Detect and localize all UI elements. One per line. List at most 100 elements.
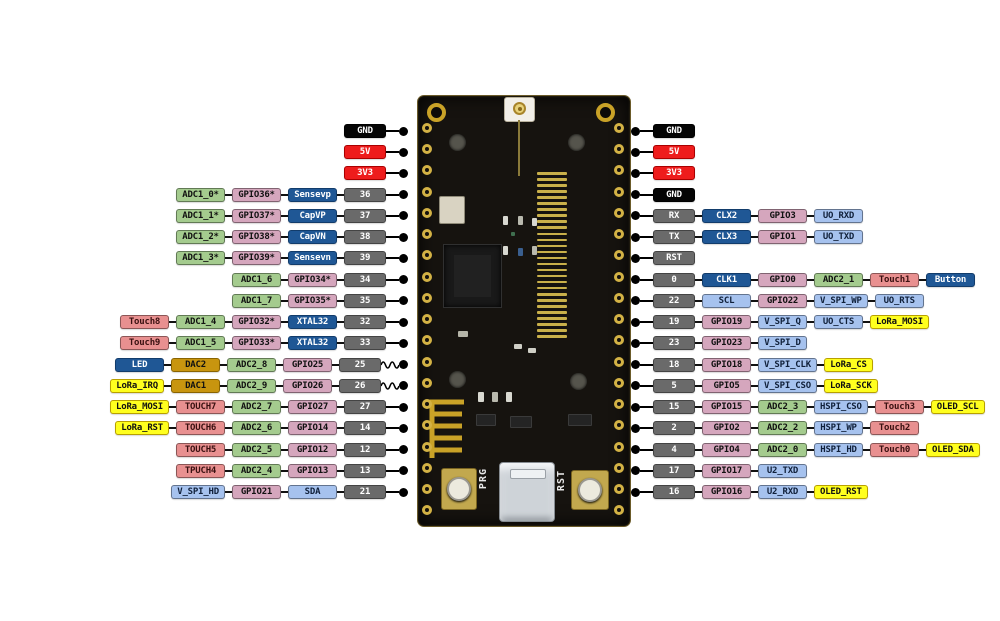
gold-finger	[537, 280, 567, 284]
gold-finger	[537, 317, 567, 320]
pin-row: 5V	[631, 145, 695, 160]
connector-dash	[807, 491, 814, 494]
connector-wire	[386, 469, 399, 472]
gold-finger	[537, 311, 567, 314]
connector-dash	[164, 384, 171, 387]
connector-dash	[225, 427, 232, 430]
pin-number-box: 32	[344, 315, 386, 330]
pin-dot	[399, 190, 408, 200]
smd-part	[458, 331, 468, 337]
pin-function-box: GPIO1	[758, 230, 807, 245]
through-hole-pad	[422, 186, 432, 197]
pin-function-box: LoRa_CS	[823, 357, 873, 372]
pin-number-box: 19	[653, 315, 695, 330]
pin-function-box: GPIO21	[232, 485, 281, 500]
pin-function-box: Button	[926, 272, 975, 287]
connector-dash	[276, 384, 283, 387]
connector-dash	[337, 214, 344, 217]
pin-function-box: ADC1_4	[176, 315, 225, 330]
connector-wire	[386, 130, 399, 132]
connector-dash	[281, 427, 288, 430]
through-hole-pad	[422, 250, 432, 261]
through-hole-pad	[614, 314, 624, 325]
connector-dash	[816, 384, 824, 387]
gold-finger	[537, 184, 567, 187]
connector-dash	[695, 321, 702, 324]
gold-finger	[537, 286, 567, 290]
pin-number-box: 4	[653, 442, 695, 457]
pin-dot	[399, 147, 408, 157]
pin-dot	[631, 253, 640, 263]
pin-number-box: 22	[653, 293, 695, 308]
pin-dot	[631, 232, 640, 242]
connector-dash	[281, 214, 288, 217]
pin-function-box: U2_TXD	[758, 463, 807, 478]
pin-function-box: CapVN	[288, 230, 337, 245]
pin-function-box: ADC2_4	[232, 463, 281, 478]
pin-function-box: GPIO3	[758, 208, 807, 223]
smd-part	[532, 218, 537, 226]
ipex-antenna-connector	[504, 97, 535, 122]
connector-dash	[863, 321, 870, 324]
pin-dot	[399, 296, 408, 306]
connector-wire	[386, 342, 399, 345]
connector-dash	[751, 427, 758, 430]
pin-number-box: 34	[344, 272, 386, 287]
pin-number-box: 18	[653, 357, 695, 372]
pin-function-box: ADC1_1*	[176, 208, 225, 223]
pin-function-box: CLX2	[702, 208, 751, 223]
through-hole-pad	[422, 335, 432, 346]
gold-finger	[537, 335, 567, 338]
pin-dot	[399, 445, 408, 455]
pin-function-box: OLED_RST	[814, 485, 868, 500]
connector-dash	[807, 236, 814, 239]
gold-finger	[537, 256, 567, 260]
through-hole-pad	[614, 123, 624, 133]
pin-dot	[399, 360, 408, 370]
connector-dash	[337, 299, 344, 302]
pin-function-box: ADC1_2*	[176, 230, 225, 245]
connector-wire	[640, 384, 653, 387]
pin-function-box: ADC1_7	[232, 293, 281, 308]
pin-number-box: 33	[344, 336, 386, 351]
pin-function-box: GPIO39*	[232, 251, 281, 266]
pin-function-box: U2_RXD	[758, 485, 807, 500]
through-hole-pad	[614, 420, 624, 431]
pin-function-box: OLED_SDA	[926, 442, 980, 457]
connector-dash	[867, 406, 875, 409]
connector-dash	[695, 448, 702, 451]
connector-dash	[751, 214, 758, 217]
pin-function-box: ADC2_3	[758, 400, 807, 415]
pin-function-box: GPIO12	[288, 442, 337, 457]
through-hole-pad	[614, 335, 624, 346]
smd-part	[506, 392, 512, 402]
pin-function-box: TOUCH6	[176, 421, 225, 436]
pin-row: 3V3	[344, 166, 408, 181]
gold-finger	[537, 262, 567, 266]
connector-wire	[640, 342, 653, 345]
pin-number-box: 3V3	[653, 166, 695, 181]
connector-dash	[816, 363, 824, 366]
pin-function-box: Touch1	[870, 272, 919, 287]
pin-number-box: 13	[344, 463, 386, 478]
pin-dot	[399, 275, 408, 285]
pin-dot	[399, 253, 408, 263]
esp32-chip	[443, 244, 502, 308]
connector-dash	[169, 406, 176, 409]
pin-function-box: Touch3	[874, 400, 924, 415]
gold-finger	[537, 178, 567, 181]
connector-dash	[751, 363, 758, 366]
gold-finger	[537, 250, 567, 254]
connector-dash	[919, 448, 926, 451]
gold-finger	[537, 274, 567, 278]
pin-function-box: ADC2_5	[232, 442, 281, 457]
connector-dash	[281, 469, 288, 472]
connector-wire	[640, 130, 653, 132]
